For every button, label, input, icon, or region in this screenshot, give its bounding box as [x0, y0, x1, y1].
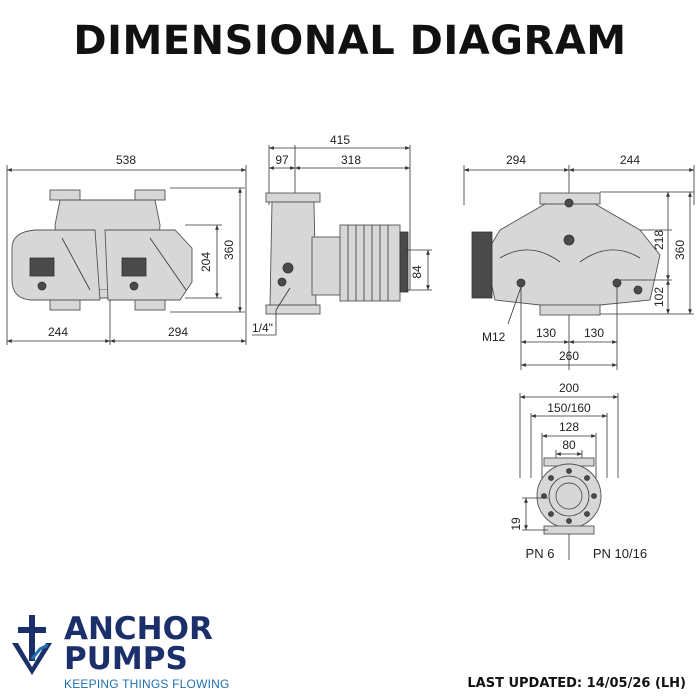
front-width-right: 294 [168, 325, 188, 339]
port-label: 1/4" [252, 321, 273, 335]
rear-spacing-right: 130 [584, 326, 604, 340]
flange-hole: 19 [509, 517, 523, 531]
flange-outer: 200 [559, 381, 579, 395]
bolt-label: M12 [482, 330, 506, 344]
side-width-total: 415 [330, 133, 350, 147]
rear-view: 294 244 360 218 102 130 130 260 [463, 153, 695, 370]
last-updated-label: LAST UPDATED: 14/05/26 (LH) [467, 676, 686, 691]
front-width-left: 244 [48, 325, 68, 339]
side-width-b: 318 [341, 153, 361, 167]
rear-spacing-total: 260 [559, 349, 579, 363]
rear-height-total: 360 [673, 240, 687, 260]
front-height-total: 360 [222, 240, 236, 260]
front-height-inner: 204 [199, 252, 213, 272]
brand-name-line2: PUMPS [64, 641, 188, 677]
rear-height-a: 218 [652, 230, 666, 250]
front-width-total: 538 [116, 153, 136, 167]
front-view: 538 244 294 360 204 [6, 153, 247, 345]
anchor-icon [12, 615, 52, 675]
motor-fins [347, 225, 389, 301]
flange-view: 200 150/160 128 80 19 PN 6 PN 10/16 [509, 381, 647, 561]
brand-tagline: KEEPING THINGS FLOWING [64, 677, 230, 691]
flange-bore: 80 [562, 438, 576, 452]
side-width-a: 97 [275, 153, 289, 167]
side-view: 415 97 318 84 1/4" [252, 133, 432, 336]
flange-pcd: 150/160 [547, 401, 591, 415]
pn-left-label: PN 6 [526, 546, 555, 561]
rear-height-b: 102 [652, 287, 666, 307]
brand-logo: ANCHOR PUMPS KEEPING THINGS FLOWING [10, 613, 250, 693]
flange-bolt-inner: 128 [559, 420, 579, 434]
pn-right-label: PN 10/16 [593, 546, 647, 561]
rear-width-right: 244 [620, 153, 640, 167]
brand-name-line1: ANCHOR [64, 611, 213, 647]
rear-width-left: 294 [506, 153, 526, 167]
rear-spacing-left: 130 [536, 326, 556, 340]
page-title: DIMENSIONAL DIAGRAM [73, 18, 627, 64]
side-height-low: 84 [410, 265, 424, 279]
